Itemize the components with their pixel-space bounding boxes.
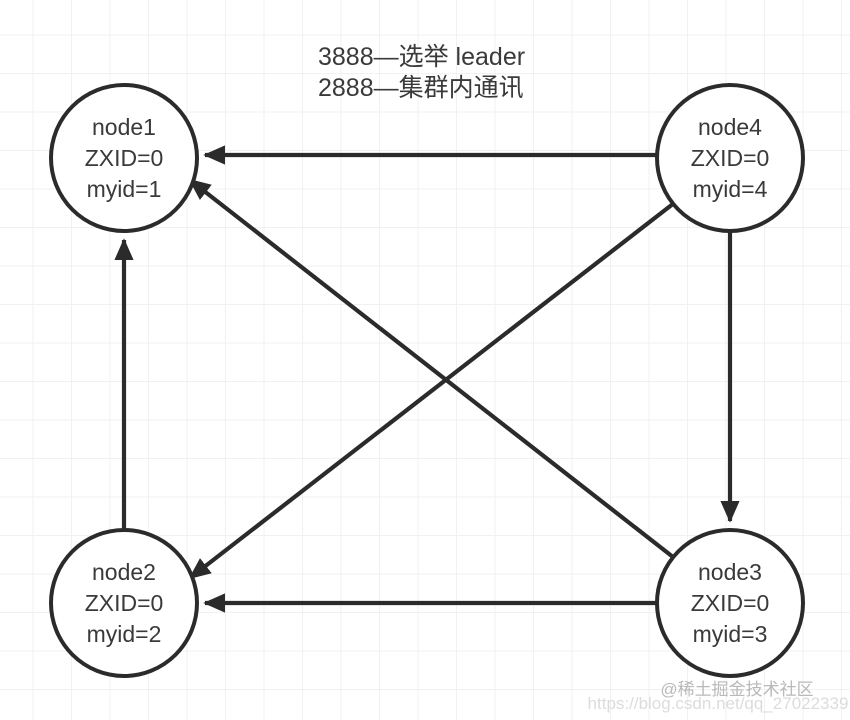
node2-name-label: node2 [92, 559, 156, 585]
legend-title: 3888—选举 leader 2888—集群内通讯 [318, 43, 525, 102]
legend-line-3888: 3888—选举 leader [318, 43, 525, 71]
node3-myid-label: myid=3 [693, 621, 768, 647]
edge-node4-to-node2 [188, 198, 680, 580]
node2-circle[interactable] [49, 528, 199, 678]
node3-name-label: node3 [698, 559, 762, 585]
node1-myid-label: myid=1 [87, 176, 162, 202]
watermark-community-label: @稀土掘金技术社区 [660, 680, 813, 699]
node4-myid-label: myid=4 [693, 176, 768, 202]
edge-node3-to-node1 [188, 178, 675, 559]
node1-name-label: node1 [92, 114, 156, 140]
node3-zxid-label: ZXID=0 [691, 590, 770, 616]
node4-name-label: node4 [698, 114, 762, 140]
node4-circle[interactable] [655, 83, 805, 233]
node1-zxid-label: ZXID=0 [85, 145, 164, 171]
node-node1[interactable]: node1 ZXID=0 myid=1 [49, 83, 199, 233]
node-node3[interactable]: node3 ZXID=0 myid=3 [655, 528, 805, 678]
node2-myid-label: myid=2 [87, 621, 162, 647]
node4-zxid-label: ZXID=0 [691, 145, 770, 171]
watermark-url-label: https://blog.csdn.net/qq_27022339 [588, 694, 849, 713]
node-node2[interactable]: node2 ZXID=0 myid=2 [49, 528, 199, 678]
legend-line-2888: 2888—集群内通讯 [318, 74, 524, 102]
node2-zxid-label: ZXID=0 [85, 590, 164, 616]
node3-circle[interactable] [655, 528, 805, 678]
node1-circle[interactable] [49, 83, 199, 233]
edges-group [114, 145, 740, 613]
node-node4[interactable]: node4 ZXID=0 myid=4 [655, 83, 805, 233]
nodes-group: node1 ZXID=0 myid=1 node4 ZXID=0 myid=4 … [49, 83, 805, 678]
watermark-group: @稀土掘金技术社区 https://blog.csdn.net/qq_27022… [588, 680, 849, 713]
